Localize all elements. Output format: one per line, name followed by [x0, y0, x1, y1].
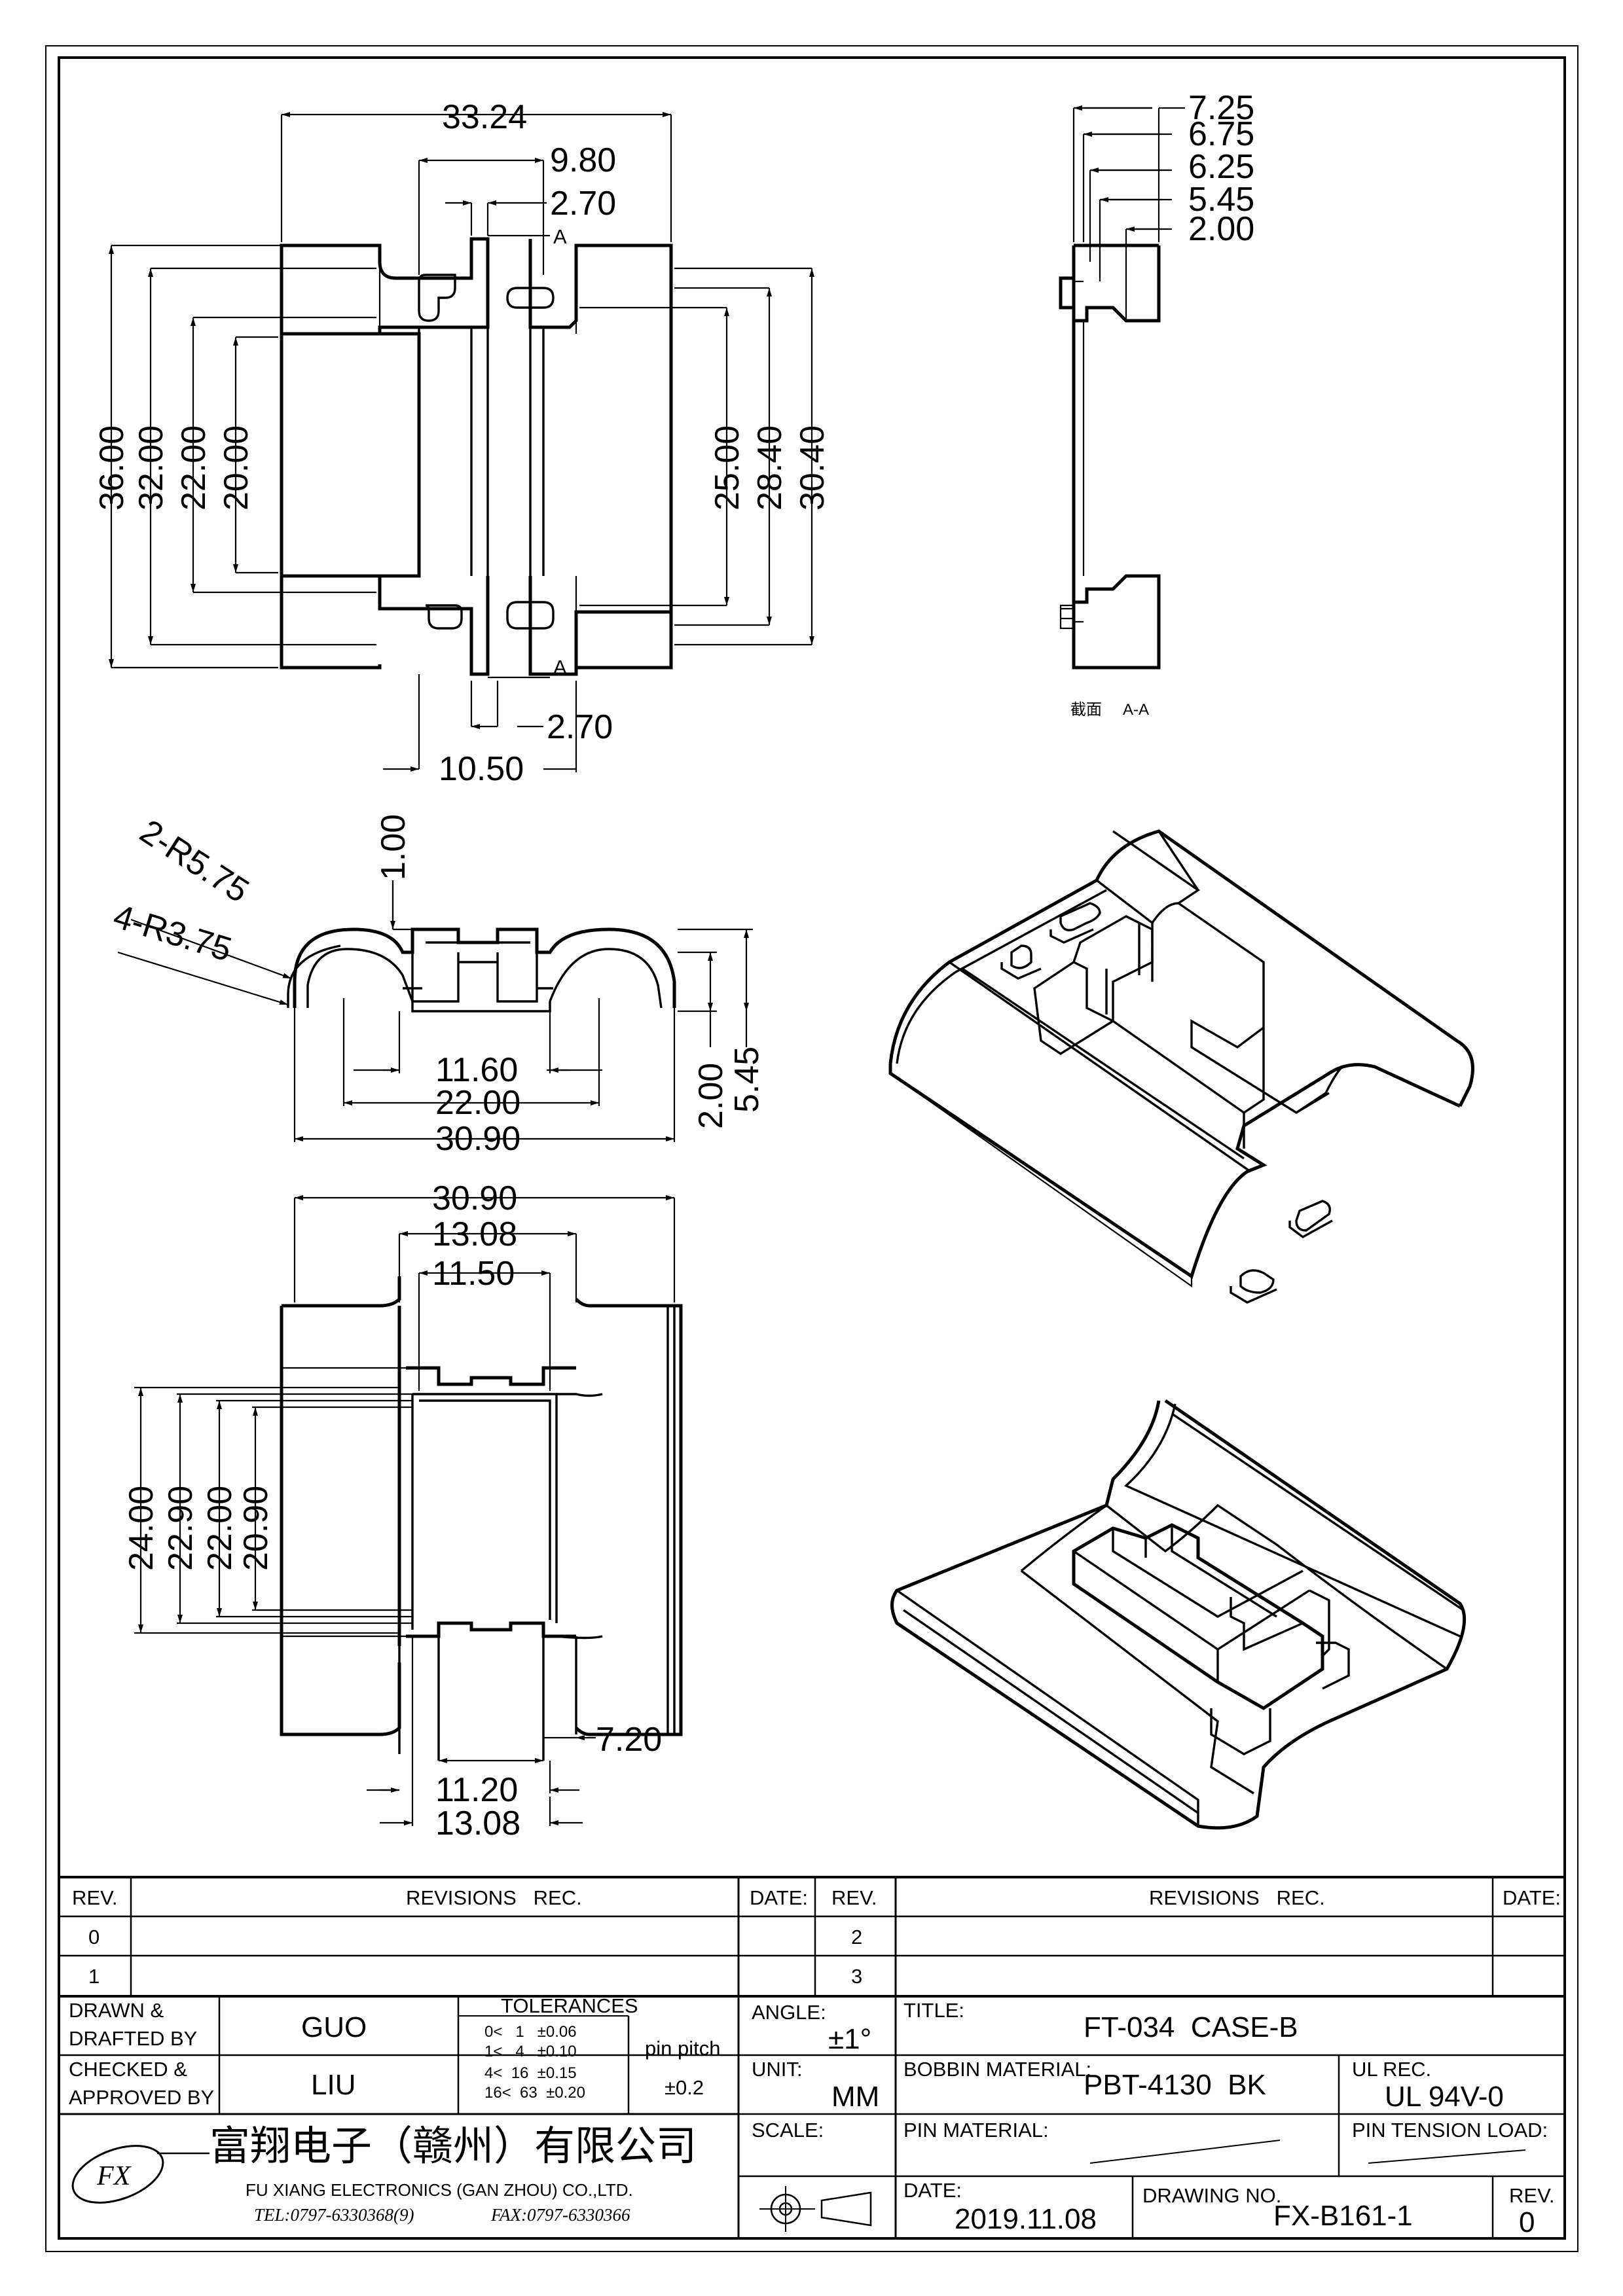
bottom-view: 30.90 13.08 11.50 24.00 22.90 22.00 20.9… — [122, 1179, 683, 1842]
drawn-by: GUO — [301, 2011, 367, 2043]
bobbin-label: BOBBIN MATERIAL: — [903, 2058, 1091, 2081]
angle-value: ±1° — [828, 2023, 871, 2055]
dim-2-00-front: 2.00 — [692, 1063, 730, 1129]
company-cn: 富翔电子（赣州）有限公司 — [210, 2122, 697, 2170]
dim-30-90-front: 30.90 — [435, 1120, 520, 1158]
rev-header-right: REV. — [831, 1886, 877, 1909]
title-label: TITLE: — [903, 1999, 964, 2022]
isometric-view-top — [888, 829, 1474, 1304]
rev-row-3: 3 — [851, 1965, 862, 1988]
unit-value: MM — [831, 2081, 879, 2113]
section-marker-top: A — [553, 225, 567, 248]
front-view: 2-R5.75 4-R3.75 1.00 11.60 22.00 30.90 2… — [109, 812, 766, 1158]
dim-30-90-bottom: 30.90 — [432, 1179, 517, 1217]
radius-4-r3-75: 4-R3.75 — [109, 897, 236, 969]
date-value: 2019.11.08 — [955, 2203, 1097, 2235]
dim-24-00: 24.00 — [122, 1486, 160, 1571]
title-block — [58, 1876, 1566, 2240]
outer-border — [45, 45, 1578, 2252]
checked-label-2: APPROVED BY — [69, 2086, 214, 2109]
rev-label: REV. — [1509, 2184, 1555, 2207]
drawing-no-label: DRAWING NO. — [1142, 2184, 1281, 2207]
dim-33-24: 33.24 — [442, 98, 527, 136]
dim-2-70-top: 2.70 — [550, 185, 616, 223]
side-section-view: 7.25 6.75 6.25 5.45 2.00 截面 A-A — [1059, 89, 1254, 719]
date-header-right: DATE: — [1503, 1886, 1561, 1909]
company-fax: FAX:0797-6330366 — [490, 2205, 630, 2225]
tolerances-label: TOLERANCES — [501, 1994, 638, 2017]
dim-25-00: 25.00 — [708, 425, 746, 511]
dim-30-40: 30.40 — [793, 425, 831, 511]
tolerance-row-0: 0< 1 ±0.06 — [484, 2023, 577, 2041]
section-label-cn: 截面 — [1070, 700, 1102, 719]
drawing-no-value: FX-B161-1 — [1273, 2200, 1413, 2232]
dim-5-45-front: 5.45 — [728, 1047, 766, 1113]
dim-22-00: 22.00 — [175, 425, 213, 511]
pin-pitch-value: ±0.2 — [665, 2076, 704, 2099]
dim-11-50: 11.50 — [432, 1255, 515, 1293]
company-tel: TEL:0797-6330368(9) — [254, 2205, 414, 2225]
dim-10-50: 10.50 — [439, 750, 524, 788]
dim-6-75: 6.75 — [1188, 115, 1254, 153]
dim-9-80: 9.80 — [550, 141, 616, 179]
dim-22-00-front: 22.00 — [435, 1084, 520, 1122]
dim-20-90: 20.90 — [237, 1486, 275, 1571]
unit-label: UNIT: — [752, 2058, 803, 2081]
pin-pitch-label: pin pitch — [645, 2037, 720, 2060]
pin-material-label: PIN MATERIAL: — [903, 2119, 1049, 2142]
section-label: A-A — [1123, 701, 1149, 719]
dim-22-00-bottom: 22.00 — [201, 1486, 239, 1571]
dim-7-20: 7.20 — [596, 1721, 662, 1759]
ul-label: UL REC. — [1352, 2058, 1431, 2081]
dim-13-08-top: 13.08 — [432, 1215, 517, 1253]
logo-text: FX — [96, 2161, 132, 2191]
dim-5-45: 5.45 — [1188, 181, 1254, 219]
dim-32-00: 32.00 — [132, 425, 170, 511]
rev-value: 0 — [1519, 2206, 1535, 2238]
checked-by: LIU — [311, 2069, 356, 2101]
isometric-view-bottom — [890, 1399, 1467, 1830]
top-view: 33.24 9.80 2.70 A A 36.00 32.00 22.00 20… — [93, 98, 831, 788]
ul-value: UL 94V-0 — [1385, 2081, 1504, 2113]
rev-row-1: 1 — [88, 1965, 100, 1988]
dim-36-00: 36.00 — [93, 425, 131, 511]
section-marker-bottom: A — [553, 656, 567, 679]
date-label: DATE: — [903, 2179, 962, 2202]
dim-6-25: 6.25 — [1188, 148, 1254, 186]
dim-1-00: 1.00 — [374, 814, 412, 880]
dim-7-25: 7.25 — [1188, 89, 1254, 127]
tolerance-row-1: 1< 4 ±0.10 — [484, 2043, 577, 2060]
rev-header-left: REV. — [72, 1886, 118, 1909]
revisions-header-left: REVISIONS REC. — [406, 1886, 582, 1909]
scale-label: SCALE: — [752, 2119, 824, 2142]
dim-20-00: 20.00 — [217, 425, 255, 511]
rev-row-2: 2 — [851, 1926, 862, 1948]
bobbin-value: PBT-4130 BK — [1084, 2069, 1266, 2101]
tolerance-row-3: 16< 63 ±0.20 — [484, 2084, 585, 2102]
radius-2-r5-75: 2-R5.75 — [133, 812, 255, 910]
drawn-label-1: DRAWN & — [69, 1999, 164, 2022]
angle-label: ANGLE: — [752, 2001, 826, 2024]
tolerance-row-2: 4< 16 ±0.15 — [484, 2064, 577, 2082]
dim-11-60: 11.60 — [435, 1051, 518, 1089]
company-logo — [71, 2145, 164, 2204]
checked-label-1: CHECKED & — [69, 2058, 187, 2081]
pin-tension-label: PIN TENSION LOAD: — [1352, 2119, 1548, 2142]
dim-2-00-side: 2.00 — [1188, 210, 1254, 248]
dim-2-70-bottom: 2.70 — [547, 708, 613, 746]
dim-22-90: 22.90 — [162, 1486, 200, 1571]
dim-28-40: 28.40 — [751, 425, 789, 511]
title-value: FT-034 CASE-B — [1084, 2011, 1298, 2043]
company-en: FU XIANG ELECTRONICS (GAN ZHOU) CO.,LTD. — [246, 2180, 633, 2200]
dim-13-08-bottom: 13.08 — [435, 1804, 520, 1842]
revisions-header-right: REVISIONS REC. — [1149, 1886, 1325, 1909]
date-header-left: DATE: — [750, 1886, 808, 1909]
rev-row-0: 0 — [88, 1926, 100, 1948]
dim-11-20: 11.20 — [435, 1771, 518, 1809]
drawn-label-2: DRAFTED BY — [69, 2027, 197, 2050]
